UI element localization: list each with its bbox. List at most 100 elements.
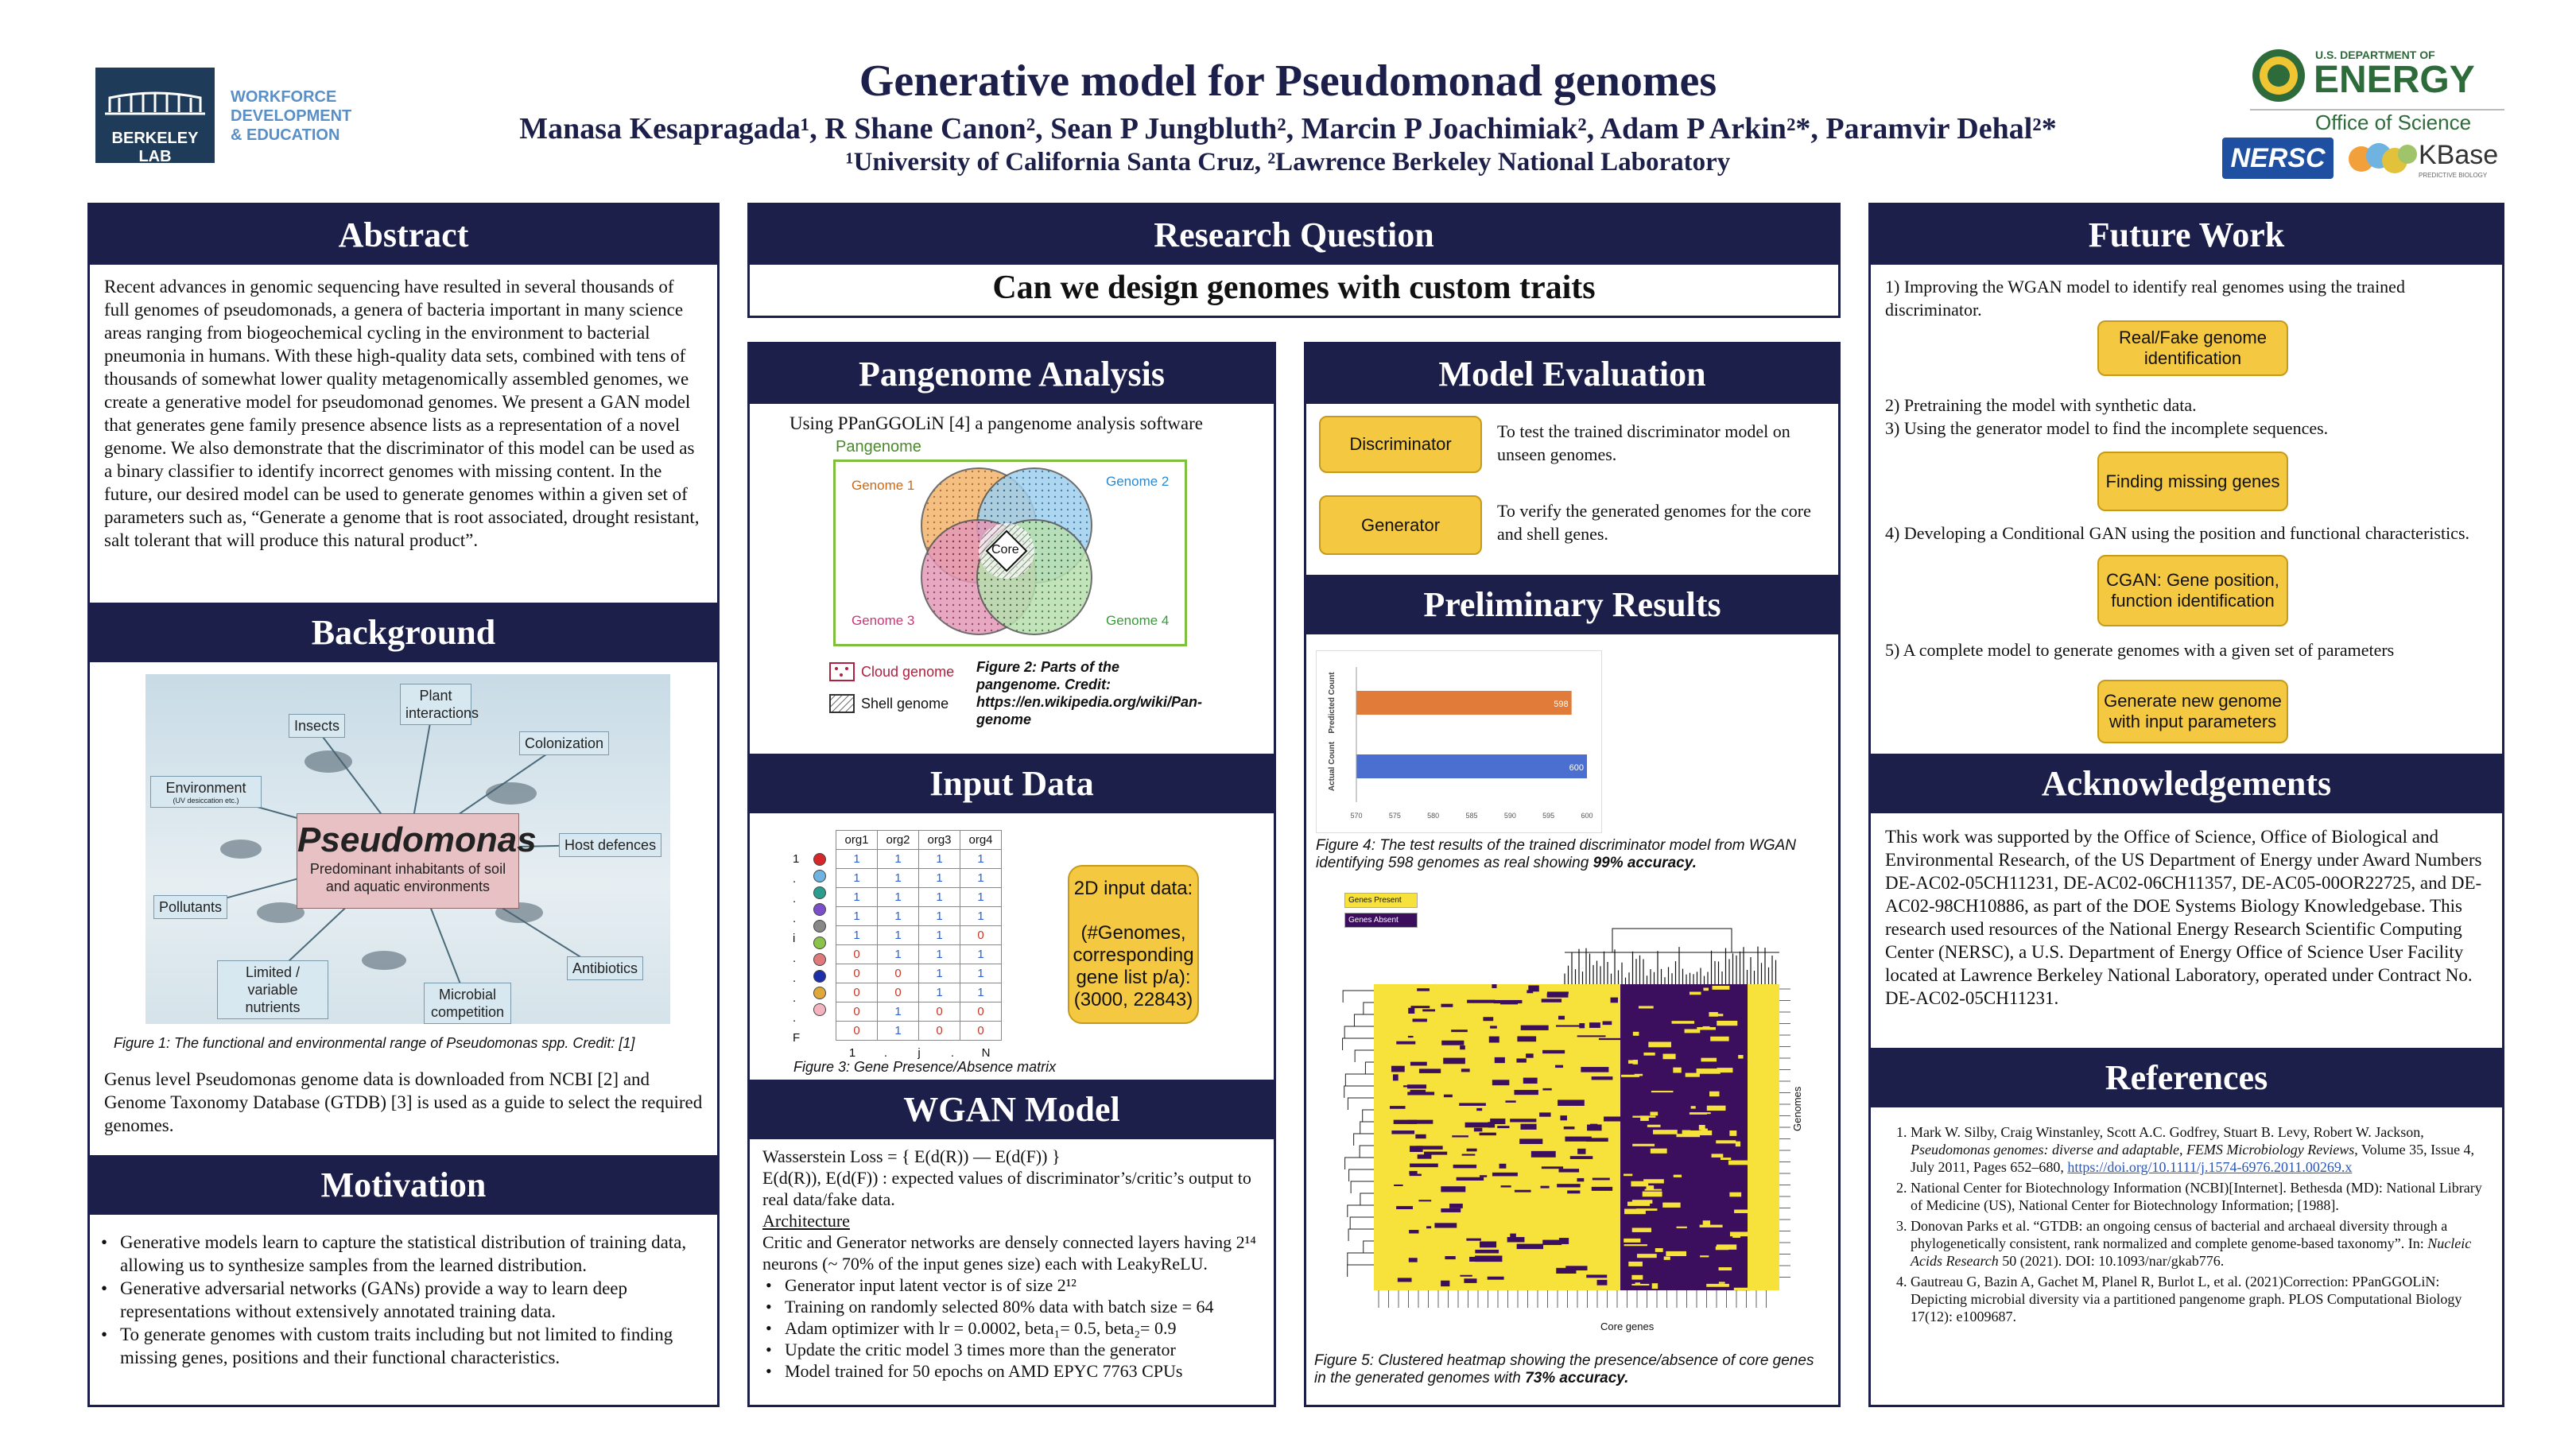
heatmap-cell (1556, 1267, 1577, 1274)
generator-text: To verify the generated genomes for the … (1497, 501, 1811, 544)
matrix-cell: 0 (836, 1021, 878, 1041)
heatmap-cell (1628, 1261, 1643, 1266)
shell-swatch-icon (829, 694, 855, 713)
row-dendrogram-branch (1347, 1204, 1374, 1217)
heatmap-cell (1647, 1124, 1661, 1127)
refs-list: Mark W. Silby, Craig Winstanley, Scott A… (1911, 1123, 2488, 1325)
background-heading: Background (90, 603, 717, 662)
heatmap-cell (1711, 1154, 1724, 1158)
bar-category-label: Actual Count (1328, 741, 1336, 791)
x-tick-label: 590 (1504, 812, 1516, 820)
matrix-cell: 1 (836, 906, 878, 926)
x-tick-label: 600 (1581, 812, 1593, 820)
matrix-cell: 1 (918, 983, 960, 1002)
matrix-cell: 0 (836, 944, 878, 964)
matrix-cell: 0 (918, 1021, 960, 1041)
heatmap-cell (1422, 1009, 1436, 1012)
future-item-4: 4) Developing a Conditional GAN using th… (1885, 523, 2470, 543)
matrix-cell: 1 (918, 925, 960, 945)
heatmap-cell (1520, 1025, 1549, 1030)
heatmap-cell (1590, 1123, 1598, 1128)
heatmap-cell (1586, 1274, 1608, 1278)
figure4-caption-text: Figure 4: The test results of the traine… (1316, 837, 1796, 871)
heatmap-cell (1487, 1276, 1504, 1280)
matrix-cell: 1 (960, 868, 1002, 888)
heatmap-cell (1453, 1164, 1477, 1169)
wgan-body: Wasserstein Loss = { E(d(R)) — E(d(F)) }… (762, 1146, 1263, 1382)
matrix-row-label: . (793, 872, 797, 886)
matrix-cell: 1 (836, 849, 878, 869)
heatmap-cell (1565, 1136, 1592, 1142)
heatmap-cell (1500, 1185, 1511, 1188)
row-dendrogram-branch (1349, 1216, 1374, 1229)
heatmap-cell (1696, 1068, 1721, 1074)
matrix-row-label: . (793, 912, 797, 925)
discriminator-text: To test the trained discriminator model … (1497, 421, 1790, 464)
heatmap-cell (1466, 1148, 1477, 1152)
matrix-row-dot (813, 903, 826, 916)
row-dendrogram-branch (1360, 1121, 1374, 1134)
heatmap-cell (1734, 1209, 1757, 1213)
heatmap-cell (1461, 1068, 1470, 1072)
heatmap-cell (1507, 1237, 1525, 1243)
berkeley-lab-icon (105, 91, 205, 115)
heatmap-cell (1718, 1282, 1725, 1284)
heatmap-cell (1410, 1006, 1430, 1009)
heatmap-cell (1483, 1017, 1494, 1022)
heatmap-cell (1480, 1241, 1497, 1248)
heatmap-cell (1650, 1111, 1658, 1116)
future-item-1: 1) Improving the WGAN model to identify … (1885, 277, 2405, 320)
motivation-heading: Motivation (90, 1155, 717, 1215)
heatmap-cell (1516, 1058, 1527, 1063)
future-box-4: Generate new genome with input parameter… (2097, 680, 2288, 743)
wgan-item: Update the critic model 3 times more tha… (762, 1339, 1263, 1360)
row-dendrogram-branch (1347, 1264, 1374, 1277)
poster-authors: Manasa Kesapragada¹, R Shane Canon², Sea… (519, 112, 2057, 145)
future-item-5: 5) A complete model to generate genomes … (1885, 640, 2395, 660)
matrix-cell: 0 (918, 1002, 960, 1022)
ref1-a: Mark W. Silby, Craig Winstanley, Scott A… (1911, 1124, 2424, 1140)
heatmap-cell (1709, 1091, 1720, 1097)
middle-left-panel: Pangenome Analysis Using PPanGGOLiN [4] … (747, 342, 1276, 1407)
doe-logo: U.S. DEPARTMENT OF ENERGY Office of Scie… (2250, 44, 2512, 134)
matrix-cell: 1 (918, 887, 960, 907)
matrix-col-labels: 1.j.N (836, 1046, 1003, 1060)
future-heading: Future Work (1871, 205, 2502, 265)
legend-shell-label: Shell genome (861, 695, 949, 712)
motivation-item: To generate genomes with custom traits i… (98, 1323, 703, 1369)
label-environment-main: Environment (165, 780, 246, 796)
matrix-col-label: . (883, 1046, 888, 1060)
heatmap-cell (1392, 1074, 1399, 1081)
heatmap-cell (1684, 1029, 1701, 1034)
heatmap-cell (1557, 1184, 1581, 1188)
label-environment: Environment (UV desiccation etc.) (150, 776, 262, 808)
matrix-row-dot (813, 853, 826, 866)
matrix-dots (813, 849, 826, 1019)
ref1-link[interactable]: https://doi.org/10.1111/j.1574-6976.2011… (2067, 1159, 2353, 1175)
heatmap-cell (1441, 1040, 1465, 1045)
heatmap-cell (1394, 1184, 1403, 1186)
middle-right-panel: Model Evaluation Discriminator To test t… (1304, 342, 1841, 1407)
heatmap-cell (1556, 1025, 1582, 1027)
matrix-cell: 0 (960, 925, 1002, 945)
heatmap-cell (1631, 1227, 1651, 1232)
x-tick-label: 595 (1542, 812, 1554, 820)
heatmap-cell (1490, 1026, 1497, 1029)
input-shape-box: 2D input data: (#Genomes, corresponding … (1068, 865, 1199, 1024)
future-box-3: CGAN: Gene position, function identifica… (2097, 555, 2288, 626)
right-panel: Future Work 1) Improving the WGAN model … (1868, 203, 2504, 1407)
bar (1356, 691, 1572, 715)
heatmap-cell (1517, 1036, 1537, 1042)
heatmap-cell (1408, 1258, 1418, 1262)
heatmap-cell (1666, 1251, 1687, 1257)
matrix-cell: 0 (960, 1021, 1002, 1041)
heatmap-cell (1720, 1158, 1732, 1161)
doe-top-text: U.S. DEPARTMENT OF (2315, 48, 2435, 61)
research-question: Can we design genomes with custom traits (992, 270, 1596, 306)
heatmap-cell (1717, 1244, 1737, 1250)
figure3-caption: Figure 3: Gene Presence/Absence matrix (793, 1059, 1057, 1075)
wgan-item: Generator input latent vector is of size… (762, 1274, 1263, 1296)
matrix-cell: 1 (960, 849, 1002, 869)
workforce-line-3: & EDUCATION (231, 126, 340, 144)
